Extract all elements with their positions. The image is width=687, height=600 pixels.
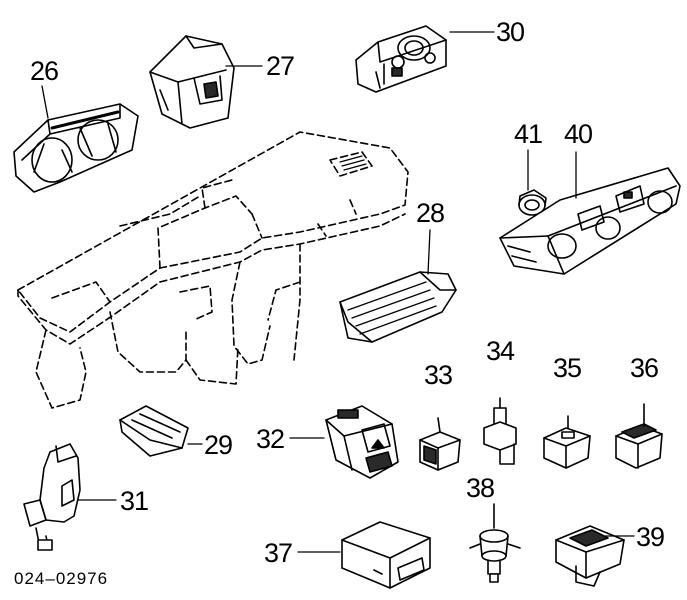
reference-code: 024–02976	[14, 569, 109, 588]
center-module-art	[149, 35, 235, 129]
bracket-art	[23, 443, 81, 551]
dashboard-vent-grille	[339, 155, 367, 171]
socket-art	[469, 503, 521, 583]
small-vent-art	[119, 405, 189, 457]
climate-control-art	[499, 167, 681, 275]
air-vent-art	[339, 271, 457, 343]
callout-36: 36	[630, 353, 659, 383]
callout-39: 39	[636, 522, 665, 552]
switch-35-art	[543, 415, 591, 469]
callout-34: 34	[486, 336, 515, 366]
instrument-cluster-art	[13, 103, 139, 193]
callout-35: 35	[553, 353, 582, 383]
control-unit-box-art	[341, 521, 431, 589]
callout-29: 29	[204, 430, 233, 460]
callout-26: 26	[30, 56, 59, 86]
switch-36-art	[615, 403, 663, 469]
callout-38: 38	[466, 473, 495, 503]
plunger-switch-art	[483, 397, 517, 465]
dashboard-outline	[17, 131, 409, 409]
callout-32: 32	[256, 424, 285, 454]
callout-27: 27	[266, 51, 295, 81]
callout-40: 40	[564, 119, 593, 149]
callout-28: 28	[416, 198, 445, 228]
callout-30: 30	[496, 17, 525, 47]
callout-31: 31	[120, 486, 149, 516]
control-panel-art	[355, 25, 447, 93]
callout-33: 33	[424, 360, 453, 390]
callout-41: 41	[514, 119, 543, 149]
callout-37: 37	[264, 538, 293, 568]
knob-art	[518, 189, 547, 216]
window-switch-art	[555, 525, 625, 587]
switch-block-art	[325, 405, 399, 479]
switch-33-art	[419, 417, 461, 471]
leader-lines	[41, 31, 635, 553]
